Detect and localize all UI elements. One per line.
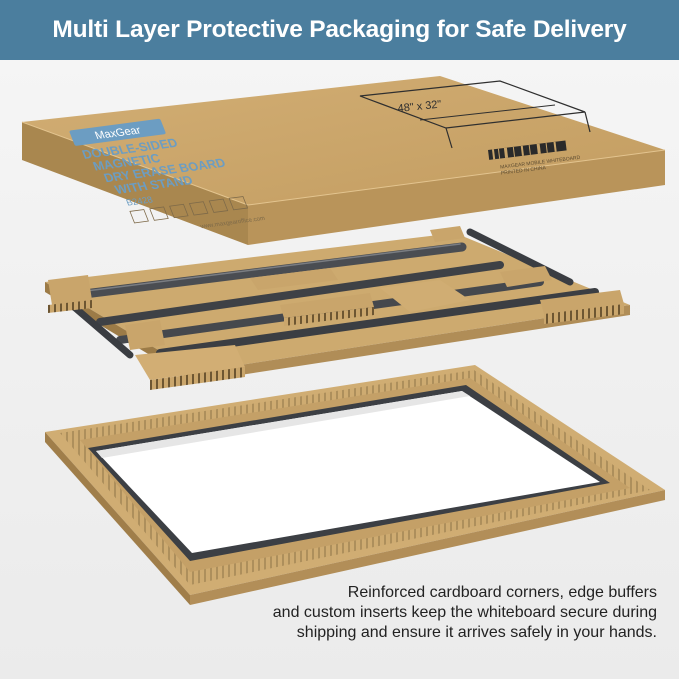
corner-protectors bbox=[48, 226, 624, 390]
box-lid bbox=[21, 76, 666, 245]
barcode-caption-2: PRINTED IN CHINA bbox=[501, 165, 547, 177]
brand-plate bbox=[69, 118, 166, 146]
caption-line-2: and custom inserts keep the whiteboard s… bbox=[272, 604, 657, 621]
banner-title: Multi Layer Protective Packaging for Saf… bbox=[52, 16, 627, 43]
whiteboard bbox=[88, 385, 610, 561]
packaging-illustration: MaxGear DOUBLE-SIDED MAGNETIC DRY ERASE … bbox=[21, 76, 666, 605]
brand-text: MaxGear bbox=[93, 125, 143, 142]
caption-line-1: Reinforced cardboard corners, edge buffe… bbox=[347, 584, 657, 601]
caption: Reinforced cardboard corners, edge buffe… bbox=[237, 583, 657, 643]
model-number: B2428 bbox=[125, 195, 154, 208]
handling-icons bbox=[129, 196, 249, 224]
header-banner: Multi Layer Protective Packaging for Saf… bbox=[0, 0, 679, 60]
box-size-diagram: 48" x 32" bbox=[359, 80, 591, 149]
caption-line-3: shipping and ensure it arrives safely in… bbox=[296, 624, 657, 641]
size-label: 48" x 32" bbox=[397, 98, 442, 115]
